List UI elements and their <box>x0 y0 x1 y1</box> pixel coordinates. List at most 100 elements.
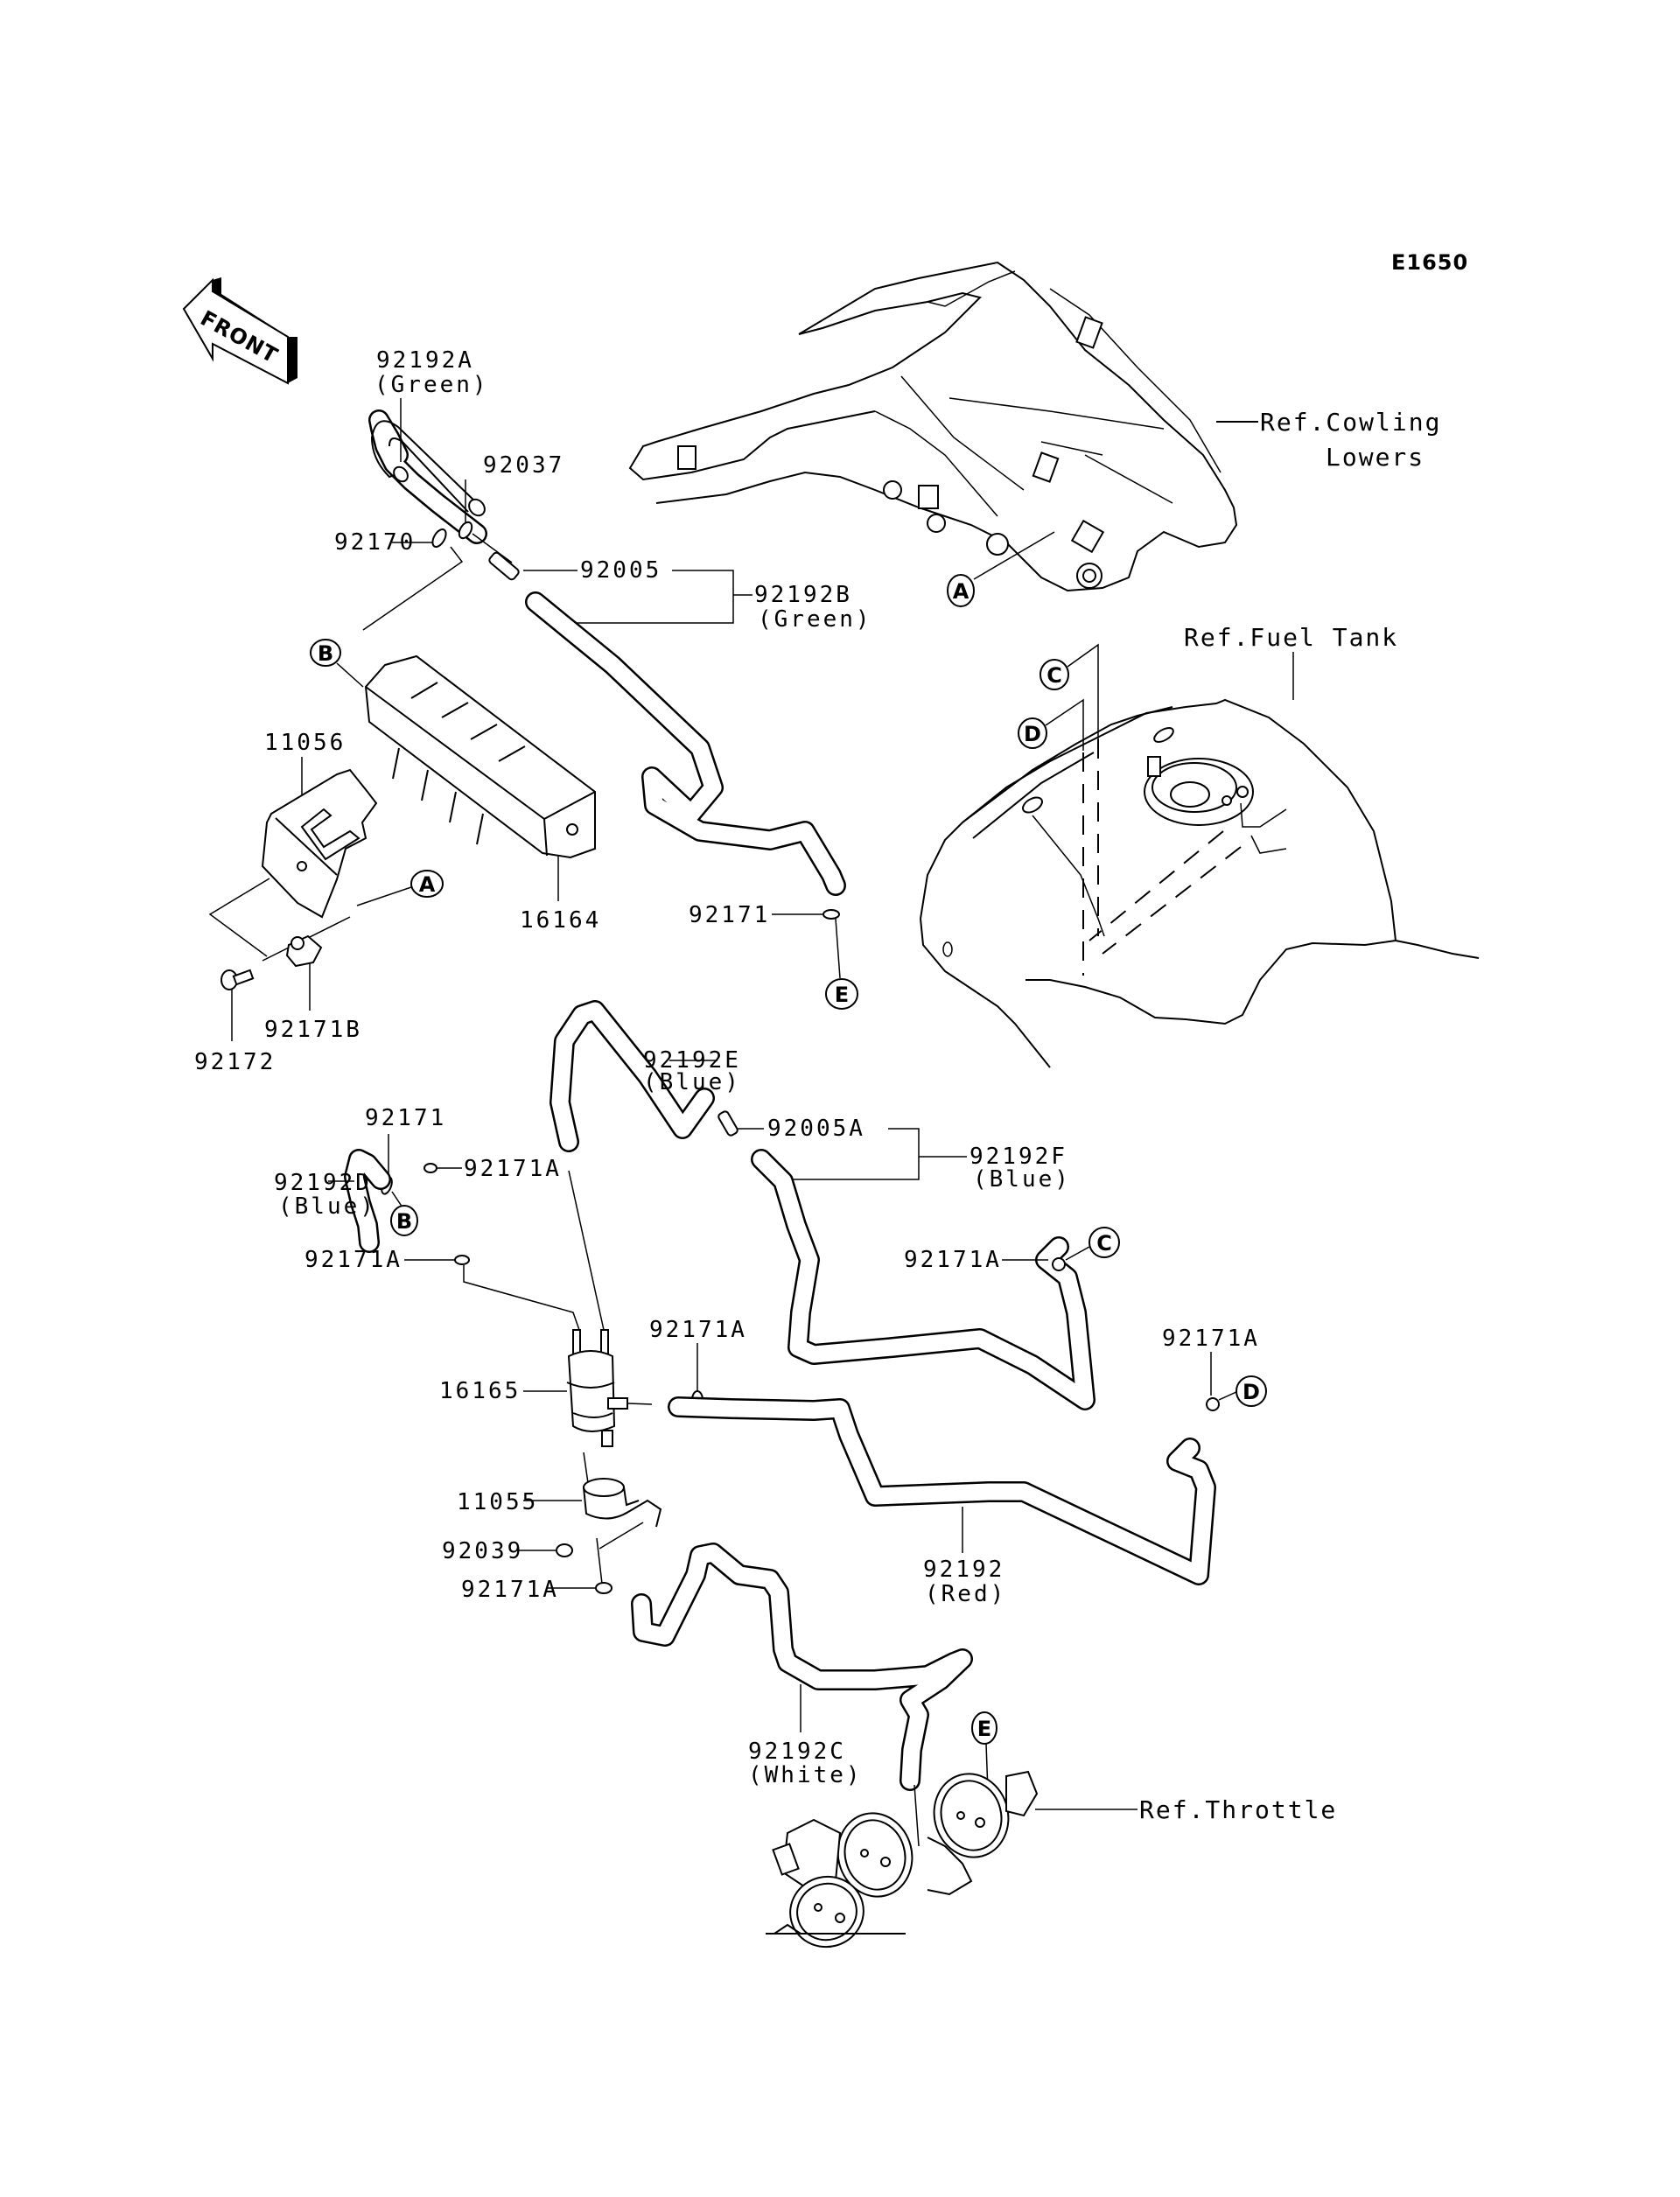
callout-c-hose: C <box>1088 1227 1120 1258</box>
part-label-92192d: 92192D <box>274 1170 372 1196</box>
clamp-92171a-left <box>454 1255 470 1265</box>
part-label-92192e: 92192E <box>643 1047 741 1074</box>
part-note-92192d: (Blue) <box>278 1193 376 1220</box>
callout-d-leader <box>1045 698 1084 751</box>
clamp-92171a-bottom <box>595 1582 612 1594</box>
svg-text:D: D <box>1242 1380 1260 1404</box>
clamp-92171a-d <box>1206 1397 1220 1411</box>
hose-92192-red <box>668 1396 1216 1585</box>
bolt-92039 <box>556 1543 573 1557</box>
callout-b-leader <box>336 662 364 688</box>
callout-d-tank: D <box>1018 717 1047 749</box>
callout-c-hose-leader <box>1065 1246 1090 1261</box>
callout-d-hose-leader <box>1218 1390 1239 1401</box>
cowling-lowers-illustration <box>628 261 1238 592</box>
filter-16165 <box>566 1329 628 1447</box>
connector-line-11055 <box>583 1452 589 1484</box>
clamp-92171a-c <box>1052 1257 1066 1271</box>
fitting-92005a <box>718 1110 738 1137</box>
hose-92192a-shape <box>370 420 486 517</box>
svg-text:A: A <box>419 872 436 897</box>
part-note-92192b: (Green) <box>758 606 872 633</box>
hose-92192f <box>751 1149 1096 1410</box>
callout-b-canister: B <box>310 639 341 667</box>
part-label-92192a: 92192A <box>376 347 474 374</box>
hose-92192a <box>368 409 487 544</box>
part-label-92171a-mid: 92171A <box>464 1156 562 1182</box>
grommet-92171b <box>285 934 323 968</box>
part-label-92192f: 92192F <box>970 1144 1068 1170</box>
ref-fuel-tank-label: Ref.Fuel Tank <box>1184 623 1398 652</box>
callout-c-tank: C <box>1040 659 1069 690</box>
callout-a-cowling: A <box>947 574 975 607</box>
svg-text:A: A <box>953 579 970 604</box>
canister-16164 <box>364 654 596 859</box>
part-label-92171a-c: 92171A <box>904 1247 1002 1273</box>
callout-e-leader <box>835 918 841 979</box>
part-note-92192a: (Green) <box>374 372 489 398</box>
ref-cowling-label: Ref.Cowling <box>1260 408 1441 437</box>
callout-a-bracket-leader <box>356 886 412 906</box>
part-label-92192c: 92192C <box>748 1739 846 1765</box>
part-label-92171a-left: 92171A <box>304 1247 402 1273</box>
part-label-92192-red: 92192 <box>923 1557 1004 1583</box>
part-note-92192c: (White) <box>748 1762 863 1788</box>
svg-text:B: B <box>318 641 333 666</box>
part-label-92171b: 92171B <box>264 1017 362 1043</box>
part-label-92005: 92005 <box>580 557 662 584</box>
throttle-body-illustration <box>766 1770 1039 1949</box>
clamp-92171a-mid <box>424 1163 438 1173</box>
part-label-92171a-d: 92171A <box>1162 1326 1260 1352</box>
callout-a-cowling-leader <box>973 531 1055 580</box>
clamp-92037 <box>458 521 473 540</box>
hose-92192e <box>550 1000 715 1152</box>
part-label-92039: 92039 <box>442 1538 523 1564</box>
fitting-92005 <box>488 551 520 581</box>
connector-line-92005 <box>472 533 513 563</box>
screw-92172 <box>220 969 255 990</box>
part-label-92171a-bottom: 92171A <box>461 1577 559 1603</box>
part-label-92172: 92172 <box>194 1049 276 1075</box>
bracket-11056 <box>261 768 378 919</box>
callout-a-bracket: A <box>410 870 444 898</box>
ref-throttle-label: Ref.Throttle <box>1139 1795 1337 1824</box>
svg-text:B: B <box>396 1209 412 1234</box>
clamp-92170 <box>431 528 447 548</box>
part-label-11056: 11056 <box>264 730 346 756</box>
part-label-92171a-top: 92171A <box>649 1317 747 1343</box>
part-label-92037: 92037 <box>483 452 564 479</box>
callout-c-leader <box>1067 643 1099 739</box>
callout-e-hose: E <box>825 978 858 1010</box>
hose-92192d <box>344 1149 391 1253</box>
clamp-bracket-11055 <box>583 1478 662 1528</box>
part-label-92171-b: 92171 <box>365 1105 446 1131</box>
fuel-tank-illustration <box>920 698 1480 1068</box>
svg-text:E: E <box>977 1717 991 1741</box>
connector-line-canister <box>362 546 464 631</box>
connector-line-16165-right <box>568 1170 605 1331</box>
part-label-92171-e: 92171 <box>689 902 770 928</box>
part-label-92192b: 92192B <box>754 582 852 608</box>
hose-92192c-white <box>631 1543 973 1791</box>
connector-line-filter-hose <box>627 1403 653 1405</box>
svg-text:E: E <box>835 983 849 1007</box>
part-label-16164: 16164 <box>520 907 601 934</box>
hose-92192b <box>525 591 846 896</box>
svg-text:C: C <box>1046 663 1062 688</box>
connector-line-bracket <box>208 878 270 957</box>
callout-e-throttle: E <box>971 1711 998 1745</box>
callout-d-hose: D <box>1236 1375 1267 1407</box>
part-note-92192e: (Blue) <box>643 1069 741 1095</box>
ref-cowling-label-line2: Lowers <box>1326 443 1424 472</box>
part-label-16165: 16165 <box>439 1378 521 1404</box>
connector-line-92171a-bottom <box>596 1537 603 1585</box>
bracket-92005a-92192f <box>792 1128 920 1180</box>
bracket-92005-92192b <box>555 570 734 624</box>
connector-line-92039 <box>598 1522 644 1550</box>
svg-text:C: C <box>1096 1231 1112 1256</box>
part-note-92192-red: (Red) <box>925 1581 1006 1607</box>
svg-text:D: D <box>1024 722 1041 746</box>
front-arrow-icon: FRONT <box>182 277 298 385</box>
part-label-11055: 11055 <box>457 1489 538 1515</box>
